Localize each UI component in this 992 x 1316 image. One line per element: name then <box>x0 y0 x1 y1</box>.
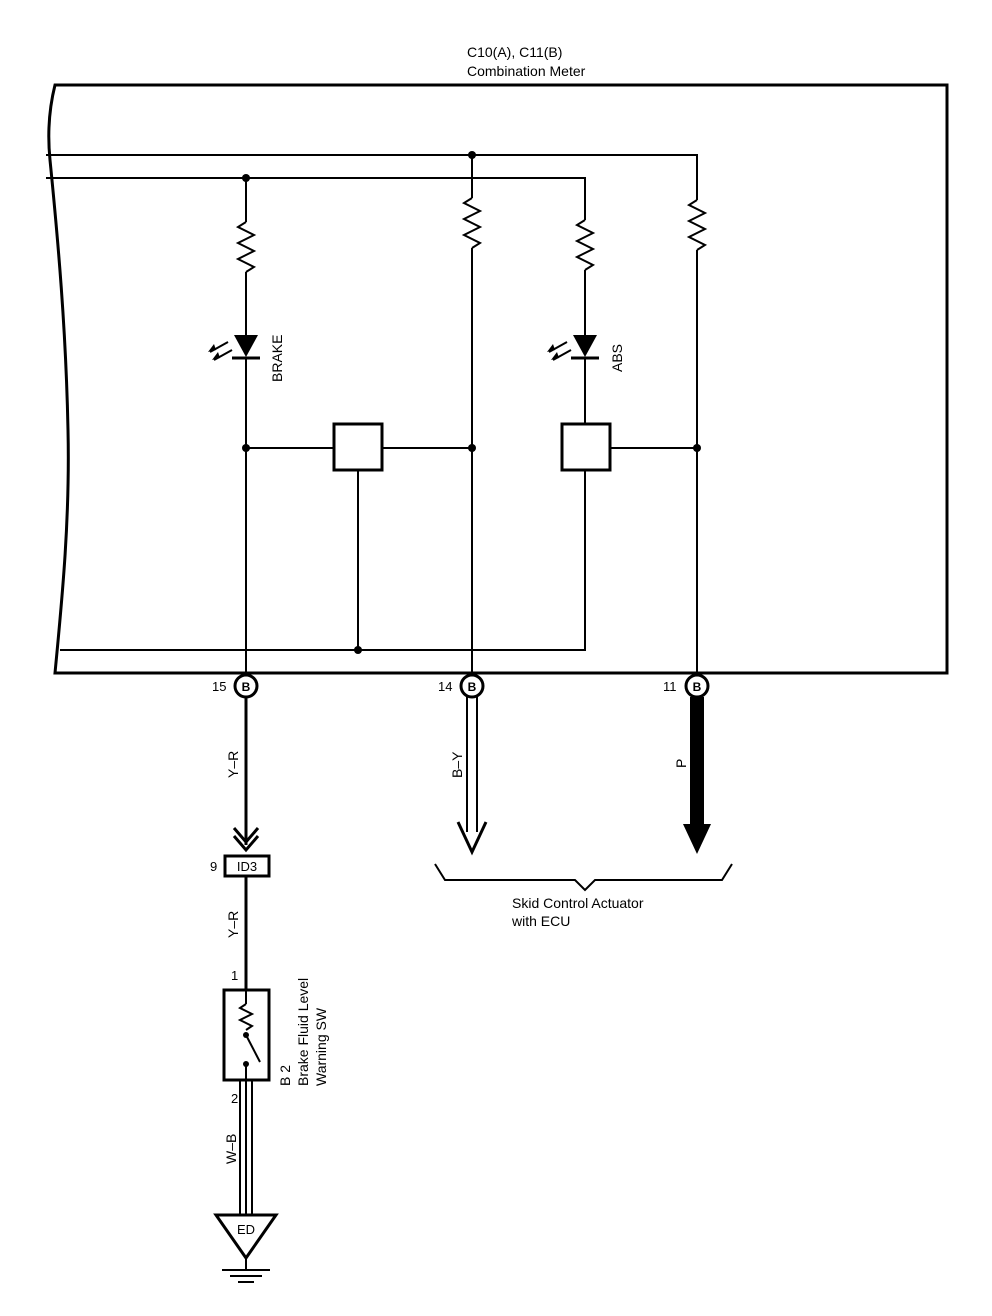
wire-b-y-label: B–Y <box>449 751 465 778</box>
wire-y-r-upper-label: Y–R <box>225 751 241 778</box>
svg-text:B: B <box>693 680 702 694</box>
actuator-name-line1: Skid Control Actuator <box>512 895 644 911</box>
switch-ref: B 2 <box>277 1065 293 1086</box>
svg-text:B: B <box>468 680 477 694</box>
switch-pin-1: 1 <box>231 968 238 983</box>
meter-connector-ref: C10(A), C11(B) <box>467 44 562 60</box>
pin-11-number: 11 <box>663 679 677 694</box>
switch-name-line1: Brake Fluid Level <box>295 978 311 1086</box>
actuator-name-line2: with ECU <box>511 913 570 929</box>
pin-14-number: 14 <box>438 679 452 694</box>
pin-14: B <box>459 673 485 699</box>
junction-id3-pin: 9 <box>210 859 217 874</box>
abs-led-icon <box>547 335 599 361</box>
actuator-bracket <box>434 863 733 892</box>
svg-text:B: B <box>242 680 251 694</box>
abs-indicator-label: ABS <box>609 344 625 372</box>
combination-meter-box <box>47 83 949 675</box>
switch-name-line2: Warning SW <box>313 1007 329 1086</box>
brake-indicator-label: BRAKE <box>269 335 285 382</box>
pin-11: B <box>684 673 710 699</box>
ground-point-ed <box>213 1213 279 1261</box>
wire-p <box>683 697 711 854</box>
ground-point-label: ED <box>237 1222 255 1237</box>
abs-driver-block <box>560 422 612 472</box>
brake-led-icon <box>208 335 260 361</box>
switch-contact-icon <box>237 990 261 1080</box>
wire-w-b-label: W–B <box>223 1134 239 1164</box>
pin-15: B <box>233 673 259 699</box>
wire-y-r-lower-label: Y–R <box>225 911 241 938</box>
pin-15-number: 15 <box>212 679 226 694</box>
wire-p-label: P <box>673 759 689 768</box>
switch-pin-2: 2 <box>231 1091 238 1106</box>
meter-internal-circuit <box>46 154 708 673</box>
brake-driver-block <box>332 422 384 472</box>
ground-icon <box>222 1258 270 1283</box>
wire-w-b <box>239 1080 253 1215</box>
wire-b-y <box>456 697 488 856</box>
wire-y-r-upper <box>232 697 260 853</box>
meter-name: Combination Meter <box>467 63 586 79</box>
junction-dots <box>242 151 701 654</box>
junction-id3-label: ID3 <box>237 859 257 874</box>
